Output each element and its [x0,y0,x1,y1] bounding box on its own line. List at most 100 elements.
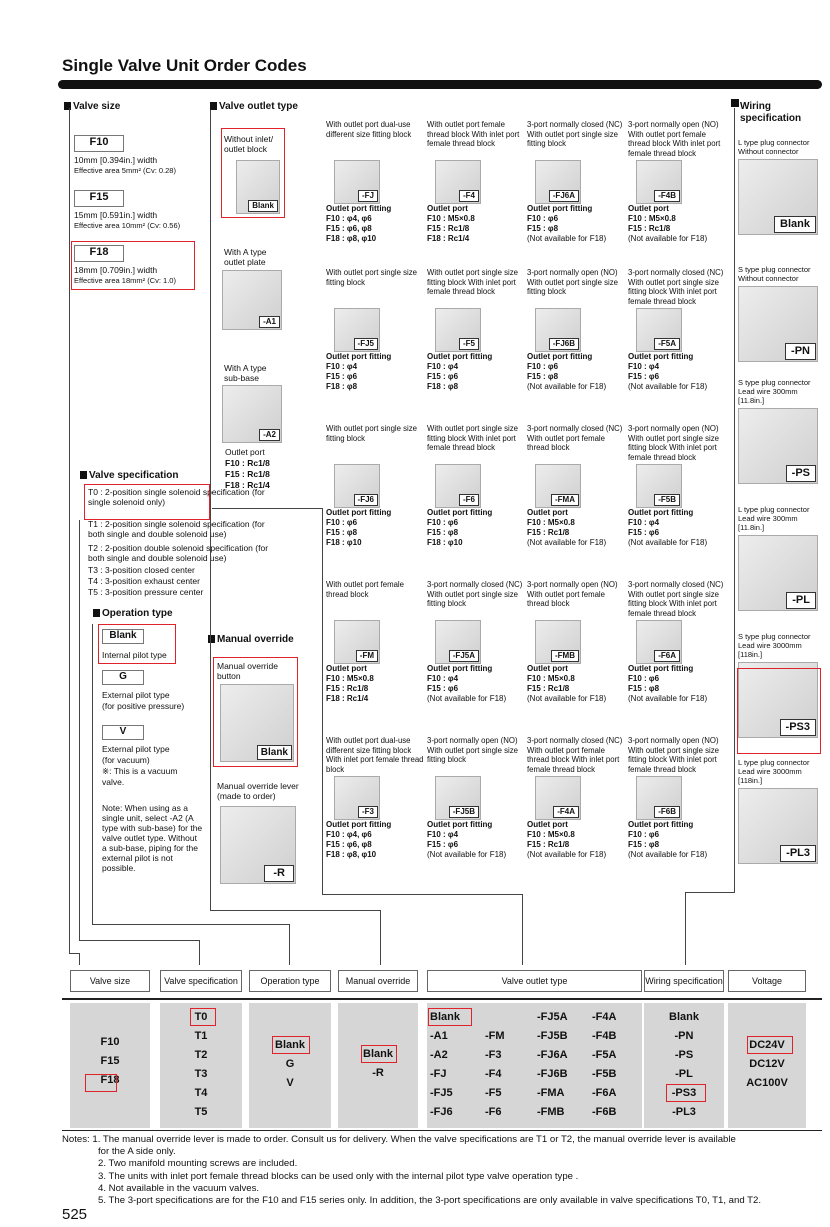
wiring-item: S type plug connector Lead wire 3000mm [… [738,632,818,738]
outlet-cell-code: -F5 [459,338,479,350]
page-number: 525 [62,1206,88,1223]
outlet-cell-desc: 3-port normally open (NO) With outlet po… [527,268,619,296]
wiring-desc: L type plug connector Lead wire 3000mm [… [738,758,810,785]
outlet-a2-photo: -A2 [222,385,282,443]
outlet-cell-photo: -FJ6A [535,160,581,204]
table-code: AC100V [746,1077,788,1089]
valve-spec-heading: Valve specification [80,470,179,481]
table-code: -FJ6 [430,1106,453,1118]
outlet-cell-photo: -FJ5 [334,308,380,352]
outlet-a2-code: -A2 [259,429,280,441]
outlet-cell: 3-port normally closed (NC) With outlet … [527,736,625,860]
connector-line [289,924,290,965]
outlet-cell: 3-port normally closed (NC) With outlet … [628,580,726,704]
outlet-cell-size: F10 : M5×0.8 [326,674,374,683]
table-code: T2 [194,1049,208,1061]
outlet-cell: With outlet port single size fitting blo… [326,268,424,392]
valve-size-heading: Valve size [64,101,120,112]
outlet-cell-desc: 3-port normally closed (NC) With outlet … [427,580,523,608]
outlet-cell-photo: -F4 [435,160,481,204]
outlet-cell-size: (Not available for F18) [527,234,607,243]
outlet-cell-size: (Not available for F18) [527,850,607,859]
outlet-cell-size: F18 : φ10 [326,538,362,547]
outlet-a1-desc: With A type outlet plate [224,247,267,267]
outlet-cell-size: F10 : φ4, φ6 [326,214,372,223]
outlet-a2-desc: With A type sub-base [224,363,267,383]
size-f10-code: F10 [74,135,124,152]
outlet-a2-f18: F18 : Rc1/4 [225,480,270,490]
outlet-cell-size: F15 : Rc1/8 [527,684,570,693]
manual-btn-desc: Manual override button [217,661,278,681]
outlet-cell-size: F10 : φ6 [326,518,358,527]
wiring-heading: Wiring specification [740,101,802,124]
outlet-a2-f15: F15 : Rc1/8 [225,469,270,479]
outlet-cell-desc: With outlet port single size fitting blo… [326,424,418,443]
outlet-cell-label: Outlet port [326,664,367,673]
outlet-cell-label: Outlet port fitting [427,820,493,829]
outlet-cell-desc: 3-port normally closed (NC) With outlet … [628,268,724,306]
outlet-cell-code: -F4B [654,190,680,202]
table-code: Blank [669,1011,699,1023]
size-f18-highlight [71,241,195,290]
outlet-cell-size: (Not available for F18) [628,538,708,547]
outlet-cell-desc: 3-port normally open (NO) With outlet po… [628,120,721,158]
table-code: -FM [485,1030,505,1042]
table-column [249,1003,331,1128]
connector-line [734,108,735,892]
outlet-cell-size: (Not available for F18) [527,694,607,703]
outlet-cell: 3-port normally open (NO) With outlet po… [427,736,525,860]
connector-line [199,940,200,965]
outlet-cell-size: F15 : Rc1/8 [527,840,570,849]
outlet-blank-highlight [221,128,285,218]
outlet-cell-code: -FJ6A [548,190,579,202]
outlet-cell-photo: -FMA [535,464,581,508]
outlet-cell-label: Outlet port fitting [628,820,694,829]
connector-line [79,520,80,940]
outlet-cell-desc: 3-port normally open (NO) With outlet po… [527,580,618,608]
outlet-cell-code: -FJ6B [548,338,579,350]
table-code: DC12V [749,1058,785,1070]
table-column [644,1003,724,1128]
table-code: -F5B [592,1068,617,1080]
outlet-cell: 3-port normally closed (NC) With outlet … [427,580,525,704]
table-code: -FMA [537,1087,565,1099]
outlet-cell: With outlet port dual-use different size… [326,736,424,860]
outlet-cell-size: F10 : φ4, φ6 [326,830,372,839]
outlet-cell-size: F10 : φ6 [427,518,459,527]
outlet-cell-size: F18 : φ8, φ10 [326,234,377,243]
size-f15-code: F15 [74,190,124,207]
wiring-photo: -PL [738,535,818,611]
table-code: -FJ6A [537,1049,568,1061]
connector-line [69,108,70,954]
table-header: Operation type [249,970,331,992]
table-selection-highlight [272,1036,310,1054]
outlet-cell-size: F10 : φ4 [427,830,459,839]
op-v-note2: valve. [102,777,125,787]
outlet-cell-size: F15 : φ6, φ8 [326,224,372,233]
outlet-cell-code: -FJ5B [448,806,479,818]
note-line: 3. The units with inlet port female thre… [98,1170,579,1182]
table-code: -F5 [485,1087,502,1099]
connector-line [380,910,381,965]
outlet-cell-size: F10 : M5×0.8 [527,674,575,683]
outlet-cell-size: F15 : φ6 [427,684,459,693]
outlet-cell-size: F18 : φ8 [326,382,358,391]
table-selection-highlight [666,1084,706,1102]
outlet-cell-size: F10 : φ4 [427,362,459,371]
outlet-cell-photo: -F4B [636,160,682,204]
table-column [160,1003,242,1128]
outlet-cell-code: -F6A [654,650,680,662]
size-f18-area: Effective area 18mm² (Cv: 1.0) [74,276,176,285]
outlet-cell-label: Outlet port fitting [527,204,593,213]
op-blank-desc: Internal pilot type [102,650,167,660]
connector-line [685,892,686,965]
op-blank-highlight [98,624,176,664]
outlet-cell-label: Outlet port fitting [326,352,392,361]
outlet-a2-port: Outlet port [225,447,265,457]
outlet-cell-size: F10 : φ4 [427,674,459,683]
op-v-desc: External pilot type [102,744,170,754]
outlet-cell-label: Outlet port [527,664,568,673]
table-rule [62,1130,822,1131]
outlet-cell-size: F10 : φ4 [326,362,358,371]
table-code: Blank [363,1048,393,1060]
